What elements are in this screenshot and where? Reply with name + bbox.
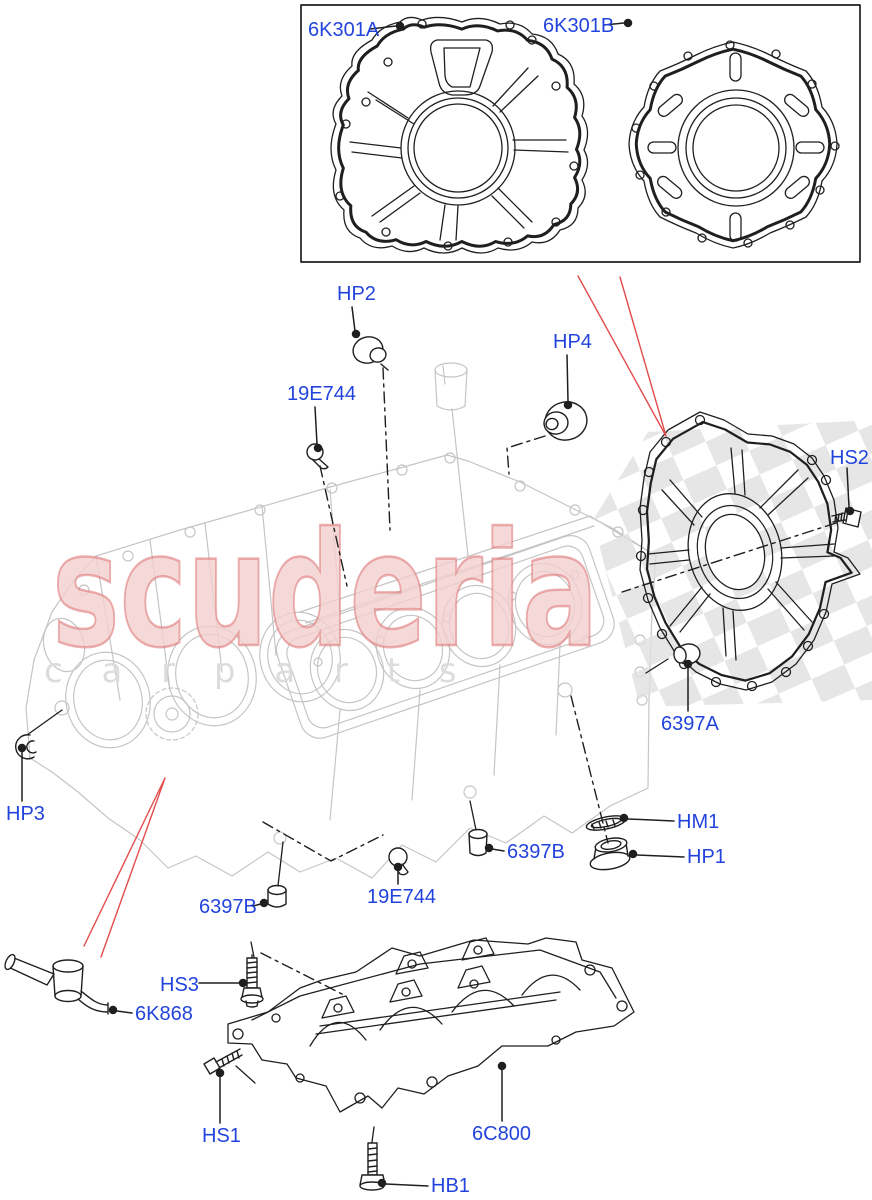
callout-6c800[interactable]: 6C800 bbox=[472, 1123, 531, 1145]
callout-hb1[interactable]: HB1 bbox=[431, 1175, 470, 1197]
rear-cover-drawing bbox=[635, 411, 861, 692]
assembly-solid-links bbox=[26, 658, 669, 1143]
gasket-6k301b-drawing bbox=[628, 40, 840, 249]
part-hs1 bbox=[203, 1048, 243, 1075]
callout-19e744-lower[interactable]: 19E744 bbox=[367, 886, 436, 908]
callout-6k301b[interactable]: 6K301B bbox=[543, 15, 615, 37]
callout-6397a[interactable]: 6397A bbox=[661, 713, 719, 735]
callout-hp4[interactable]: HP4 bbox=[553, 331, 592, 353]
callout-hs3[interactable]: HS3 bbox=[160, 974, 199, 996]
callout-hs2[interactable]: HS2 bbox=[830, 447, 869, 469]
callout-6k868[interactable]: 6K868 bbox=[135, 1003, 193, 1025]
callout-hp1[interactable]: HP1 bbox=[687, 846, 726, 868]
oil-pickup-tube-drawing bbox=[4, 953, 109, 1015]
callout-19e744-upper[interactable]: 19E744 bbox=[287, 383, 356, 405]
callout-6k301a[interactable]: 6K301A bbox=[308, 19, 380, 41]
small-parts bbox=[15, 336, 862, 1191]
part-hp1 bbox=[589, 837, 631, 871]
part-hp3 bbox=[15, 734, 37, 760]
callout-hp3[interactable]: HP3 bbox=[6, 803, 45, 825]
part-6397b-left bbox=[267, 884, 287, 908]
callout-hm1[interactable]: HM1 bbox=[677, 811, 720, 833]
watermark-brand: scuderia bbox=[52, 499, 599, 683]
part-hp2 bbox=[352, 336, 389, 371]
callout-leaders bbox=[17, 18, 855, 1188]
callout-6397b-left[interactable]: 6397B bbox=[199, 896, 257, 918]
windage-tray-drawing bbox=[227, 937, 635, 1113]
inset-box bbox=[300, 4, 861, 263]
callout-hs1[interactable]: HS1 bbox=[202, 1125, 241, 1147]
dipstick-sleeve-drawing bbox=[434, 362, 469, 557]
watermark-tagline: c a r p a r t s bbox=[44, 651, 471, 691]
part-hp4 bbox=[543, 401, 588, 441]
callout-6397b-right[interactable]: 6397B bbox=[507, 841, 565, 863]
part-hs3 bbox=[240, 954, 264, 1008]
callout-hp2[interactable]: HP2 bbox=[337, 283, 376, 305]
gasket-6k301a-drawing bbox=[330, 16, 589, 254]
assembly-dash-lines bbox=[260, 367, 837, 996]
part-6397b-right bbox=[468, 828, 488, 857]
red-locator-lines bbox=[83, 275, 667, 958]
